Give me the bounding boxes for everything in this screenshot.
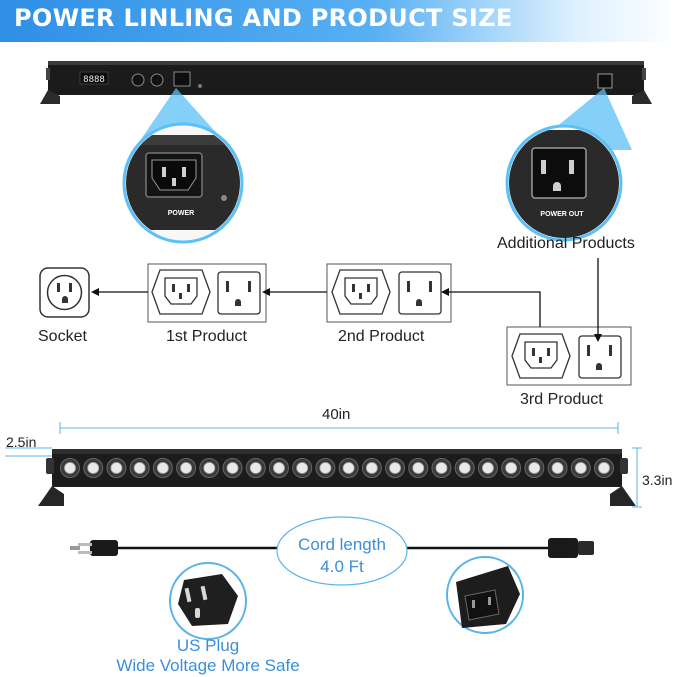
led-emitter bbox=[319, 462, 332, 474]
led-emitter bbox=[226, 462, 239, 474]
front-light-bar bbox=[38, 449, 636, 506]
led-emitter bbox=[458, 462, 471, 474]
depth-dimension-label: 3.3in bbox=[642, 472, 673, 488]
led-emitter bbox=[180, 462, 192, 474]
power-out-label: POWER OUT bbox=[540, 211, 584, 218]
dimension-lines bbox=[5, 422, 642, 508]
first-product-label: 1st Product bbox=[166, 328, 247, 345]
led-emitter bbox=[482, 462, 494, 474]
page-title: POWER LINLING AND PRODUCT SIZE bbox=[14, 4, 513, 32]
connection-arrows bbox=[91, 258, 602, 342]
led-emitter bbox=[273, 462, 285, 474]
second-product-label: 2nd Product bbox=[338, 328, 425, 345]
led-emitter bbox=[435, 462, 448, 474]
led-emitter bbox=[505, 462, 518, 474]
additional-products-label: Additional Products bbox=[497, 235, 635, 252]
top-light-bar: 8888 bbox=[40, 61, 652, 104]
display-readout: 8888 bbox=[83, 75, 105, 85]
us-plug-callout bbox=[169, 562, 247, 640]
led-emitter bbox=[598, 462, 610, 474]
led-emitter bbox=[412, 462, 425, 474]
led-emitter bbox=[574, 462, 587, 474]
iec-plug-callout bbox=[446, 556, 524, 634]
led-emitter bbox=[249, 462, 262, 474]
cord-length-title: Cord length bbox=[298, 535, 386, 554]
power-out-callout: POWER OUT bbox=[505, 124, 623, 242]
led-row bbox=[60, 458, 614, 478]
led-emitter bbox=[365, 462, 378, 474]
cord-length-bubble bbox=[276, 516, 408, 586]
led-emitter bbox=[156, 462, 169, 474]
led-emitter bbox=[389, 462, 401, 474]
cord-length-value: 4.0 Ft bbox=[320, 557, 364, 576]
led-emitter bbox=[87, 462, 100, 474]
led-emitter bbox=[551, 462, 564, 474]
power-inlet-callout: POWER bbox=[122, 122, 244, 244]
height-dimension-label: 2.5in bbox=[6, 434, 37, 450]
third-product-label: 3rd Product bbox=[520, 391, 603, 408]
socket-label: Socket bbox=[38, 328, 87, 345]
wall-socket-icon bbox=[39, 267, 90, 318]
title-banner: POWER LINLING AND PRODUCT SIZE bbox=[0, 0, 679, 42]
led-emitter bbox=[528, 462, 541, 474]
led-emitter bbox=[64, 462, 76, 474]
led-emitter bbox=[296, 462, 309, 474]
us-plug-label: US Plug bbox=[176, 636, 240, 655]
power-label: POWER bbox=[168, 210, 194, 217]
length-dimension-label: 40in bbox=[322, 406, 351, 423]
third-product-box bbox=[506, 326, 632, 386]
led-emitter bbox=[133, 462, 146, 474]
wide-voltage-label: Wide Voltage More Safe bbox=[116, 656, 300, 675]
led-emitter bbox=[110, 462, 123, 474]
second-product-box bbox=[326, 263, 452, 323]
led-emitter bbox=[203, 462, 216, 474]
first-product-box bbox=[147, 263, 267, 323]
led-emitter bbox=[342, 462, 355, 474]
